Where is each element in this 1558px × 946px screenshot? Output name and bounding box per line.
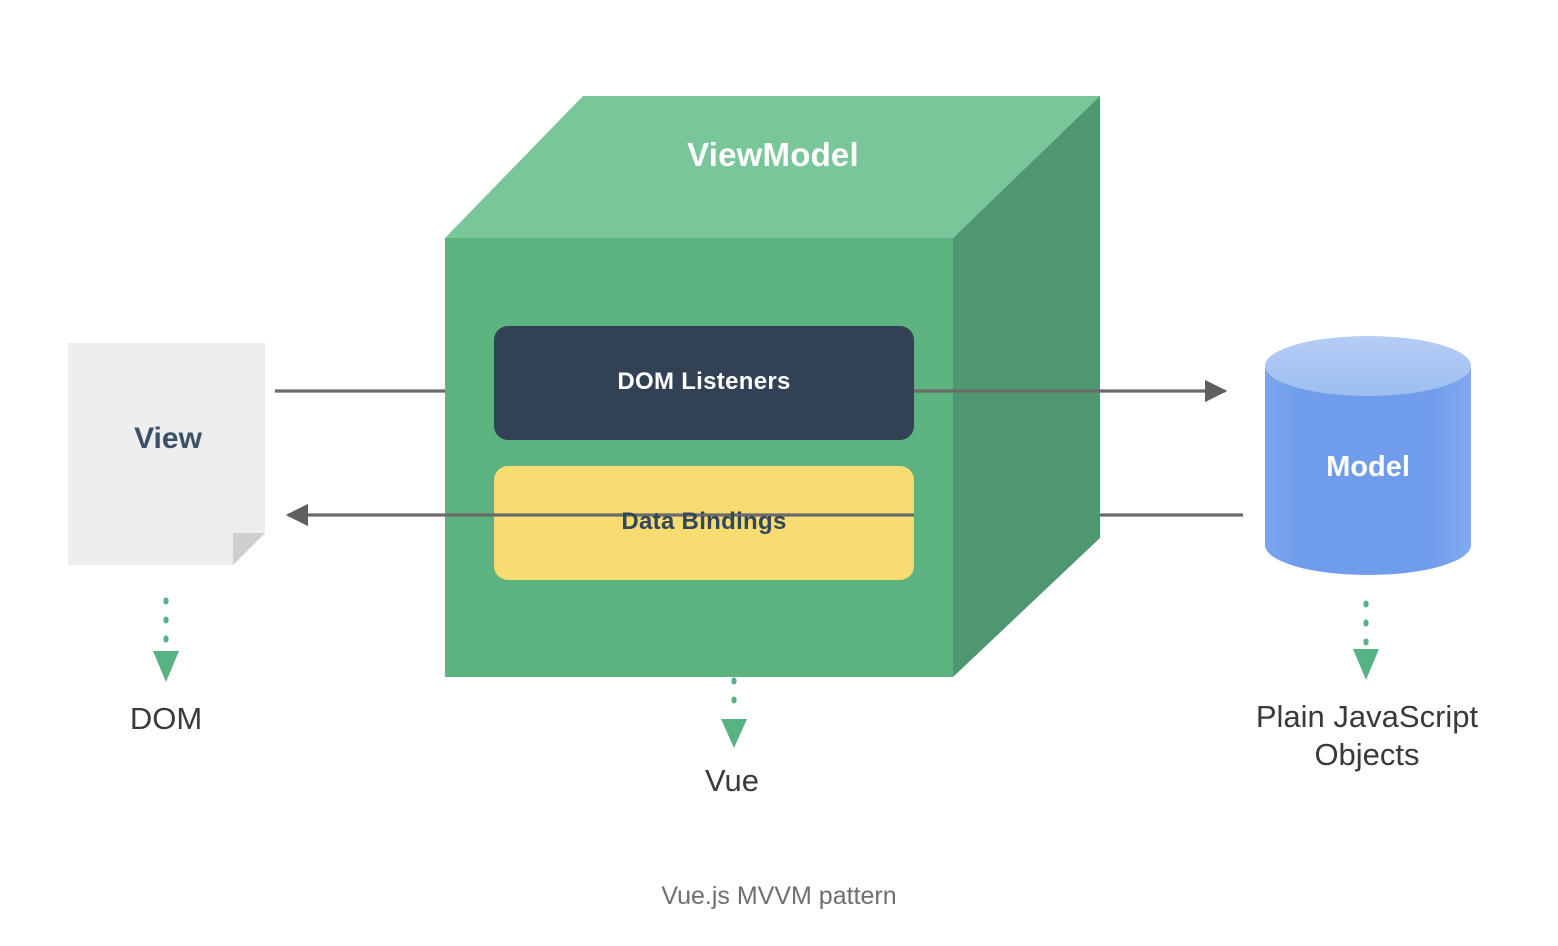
cylinder-top-ellipse bbox=[1265, 336, 1471, 396]
dotted-arrow-vue bbox=[721, 677, 747, 748]
view-document-fold bbox=[233, 533, 265, 565]
cube-top-face bbox=[445, 96, 1100, 238]
connector-arrows bbox=[285, 379, 1228, 527]
viewmodel-cube[interactable] bbox=[445, 96, 1100, 677]
cube-front-face bbox=[445, 238, 953, 677]
cylinder-body bbox=[1265, 366, 1471, 575]
view-document-body bbox=[68, 343, 265, 565]
band-dom-listeners[interactable] bbox=[494, 326, 914, 440]
dotted-arrow-js-objects bbox=[1353, 600, 1379, 680]
cube-right-face bbox=[953, 96, 1100, 677]
dotted-arrow-dom bbox=[153, 597, 179, 682]
model-cylinder-shape[interactable] bbox=[1265, 336, 1471, 575]
band-data-bindings[interactable] bbox=[494, 466, 914, 580]
dotted-arrows bbox=[153, 597, 1379, 748]
view-document-shape[interactable] bbox=[68, 343, 265, 565]
